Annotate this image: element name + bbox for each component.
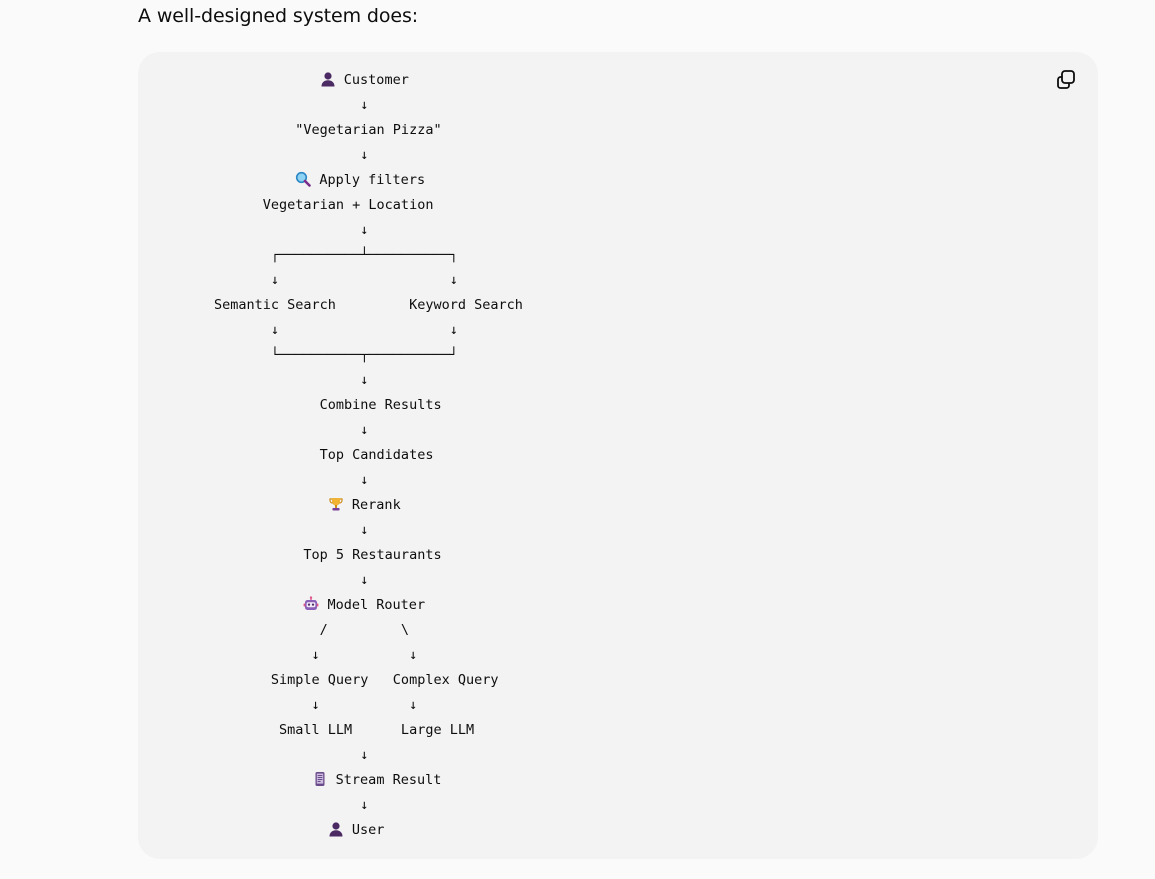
code-line-text: ↓ ↓ (214, 322, 458, 338)
code-line-text: └──────────┬──────────┘ (214, 347, 458, 363)
code-line-text: "Vegetarian Pizza" (214, 122, 442, 138)
code-line-text: Small LLM Large LLM (214, 722, 475, 738)
intro-text: A well-designed system does: (138, 5, 419, 27)
code-line: Small LLM Large LLM (214, 718, 523, 743)
code-line-text: ↓ ↓ (214, 647, 418, 663)
code-line: Rerank (214, 493, 523, 518)
person-icon (328, 821, 344, 837)
code-line-text: Stream Result (327, 772, 442, 788)
code-line-text: ↓ (214, 422, 369, 438)
code-line: Stream Result (214, 768, 523, 793)
code-line-text: ↓ (214, 372, 369, 388)
code-line-text: ↓ (214, 572, 369, 588)
code-line: ↓ (214, 518, 523, 543)
code-line: ↓ (214, 143, 523, 168)
code-block (138, 52, 1098, 859)
code-line-text: ↓ ↓ (214, 697, 418, 713)
code-line: Apply filters (214, 168, 523, 193)
code-line: Top Candidates (214, 443, 523, 468)
code-line: ┌──────────┴──────────┐ (214, 243, 523, 268)
code-line: ↓ (214, 793, 523, 818)
code-line: Vegetarian + Location (214, 193, 523, 218)
copy-icon (1057, 70, 1075, 89)
code-line-text: ↓ ↓ (214, 272, 458, 288)
code-line-text: User (343, 822, 385, 838)
copy-button[interactable] (1052, 66, 1080, 94)
code-line: ↓ (214, 468, 523, 493)
code-line-text: ↓ (214, 747, 369, 763)
code-line: ↓ (214, 568, 523, 593)
code-line: ↓ (214, 418, 523, 443)
code-line-text: Top Candidates (214, 447, 434, 463)
flow-diagram-code: Customer ↓ "Vegetarian Pizza" ↓ Apply fi… (214, 68, 523, 843)
code-line-text: Vegetarian + Location (214, 197, 434, 213)
code-line: ↓ (214, 218, 523, 243)
code-line-text: ↓ (214, 222, 369, 238)
trophy-icon (328, 496, 344, 512)
code-line: Semantic Search Keyword Search (214, 293, 523, 318)
robot-icon (303, 596, 319, 612)
code-line: ↓ (214, 93, 523, 118)
code-line: Combine Results (214, 393, 523, 418)
code-line: Model Router (214, 593, 523, 618)
code-line-text: Combine Results (214, 397, 442, 413)
code-line-text: ↓ (214, 97, 369, 113)
person-icon (320, 71, 336, 87)
code-line-text: Top 5 Restaurants (214, 547, 442, 563)
code-line: ↓ ↓ (214, 643, 523, 668)
code-line-text: Apply filters (311, 172, 426, 188)
magnifier-icon (295, 171, 312, 187)
code-line: User (214, 818, 523, 843)
code-line: Top 5 Restaurants (214, 543, 523, 568)
code-line: ↓ (214, 743, 523, 768)
code-line-text: Simple Query Complex Query (214, 672, 499, 688)
phone-icon (312, 771, 328, 787)
code-line-text: ↓ (214, 472, 369, 488)
code-line-text: ↓ (214, 522, 369, 538)
code-line-text: Rerank (343, 497, 401, 513)
code-line-text: / \ (214, 622, 410, 638)
code-line: Customer (214, 68, 523, 93)
code-line: └──────────┬──────────┘ (214, 343, 523, 368)
code-line-text: ↓ (214, 797, 369, 813)
code-line-text: Model Router (319, 597, 426, 613)
code-line-text: ┌──────────┴──────────┐ (214, 247, 458, 263)
code-line: / \ (214, 618, 523, 643)
code-line-text: ↓ (214, 147, 369, 163)
code-line-text: Customer (335, 72, 409, 88)
code-line: ↓ ↓ (214, 318, 523, 343)
code-line: Simple Query Complex Query (214, 668, 523, 693)
code-line: "Vegetarian Pizza" (214, 118, 523, 143)
code-line: ↓ ↓ (214, 693, 523, 718)
code-line-text: Semantic Search Keyword Search (214, 297, 523, 313)
code-line: ↓ ↓ (214, 268, 523, 293)
code-line: ↓ (214, 368, 523, 393)
